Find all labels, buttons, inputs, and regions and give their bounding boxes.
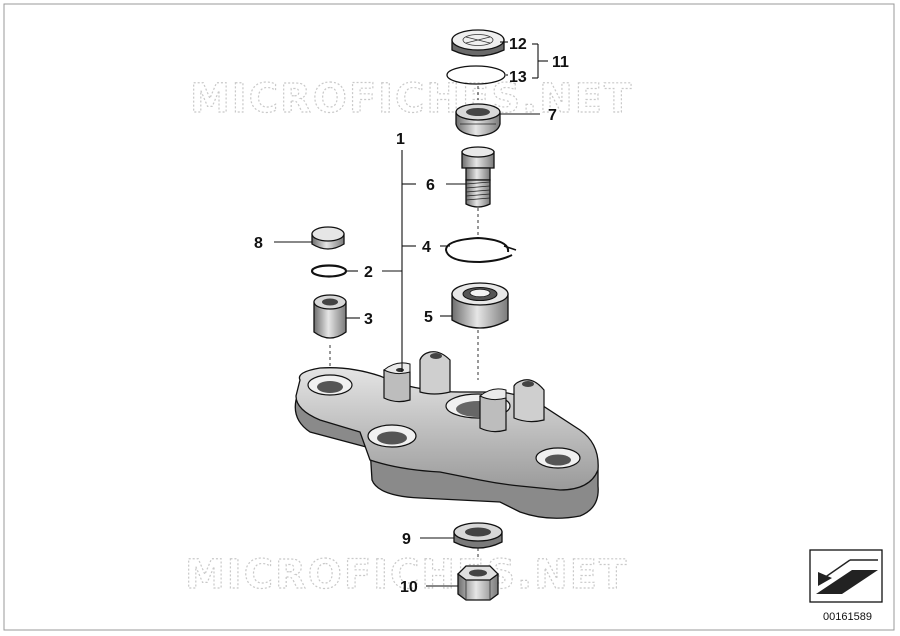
part-7-plug: [455, 103, 501, 137]
callout-8: 8: [254, 235, 263, 252]
part-13-oring: [446, 65, 506, 85]
leader-lines: [274, 41, 548, 587]
drawing-number: 00161589: [823, 611, 872, 623]
watermark-bottom: MICROFICHES.NET: [185, 552, 628, 598]
part-5-bearing: [451, 282, 509, 329]
part-12-cap: [451, 29, 505, 57]
callout-6: 6: [426, 177, 435, 194]
part-4-circlip: [444, 236, 517, 264]
callout-9: 9: [402, 531, 411, 548]
part-10-nut: [457, 565, 499, 601]
callout-5: 5: [424, 309, 433, 326]
part-3-bearing: [313, 294, 347, 339]
callout-13: 13: [509, 69, 527, 86]
callout-7: 7: [548, 107, 557, 124]
callout-12: 12: [509, 36, 527, 53]
part-8-cap: [311, 226, 345, 250]
callout-11: 11: [552, 54, 569, 71]
callout-4: 4: [422, 239, 431, 256]
frame-border: [3, 3, 895, 631]
part-2-ring: [310, 264, 348, 278]
part-6-stud: [461, 146, 495, 208]
part-1-fork-bridge: [294, 351, 599, 519]
callout-1: 1: [396, 131, 405, 148]
watermark-top: MICROFICHES.NET: [190, 76, 633, 122]
callout-2: 2: [364, 264, 373, 281]
part-9-seal: [453, 522, 503, 549]
callout-3: 3: [364, 311, 373, 328]
view-direction-icon: [809, 549, 883, 603]
callout-10: 10: [400, 579, 418, 596]
